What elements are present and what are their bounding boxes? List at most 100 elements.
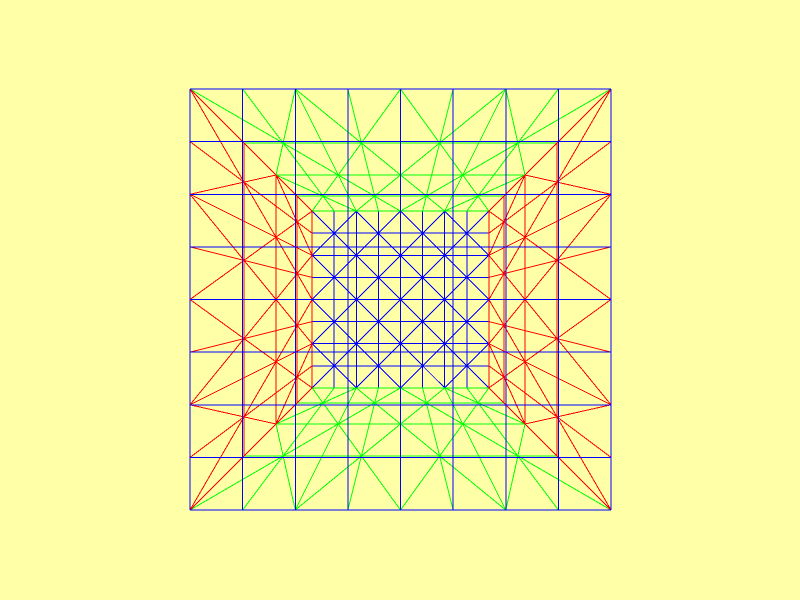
left-face-edge	[189, 343, 313, 406]
right-face-diagonal	[488, 376, 505, 389]
back-face-diagonal	[400, 210, 423, 234]
top-face-diagonal	[462, 174, 479, 197]
back-face-diagonal	[333, 365, 357, 389]
top-face-diagonal	[400, 195, 427, 212]
right-face-diagonal	[503, 325, 526, 363]
right-face-diagonal	[556, 88, 612, 183]
right-face-diagonal	[556, 338, 612, 406]
right-face-diagonal	[556, 299, 612, 340]
bottom-face-diagonal	[360, 455, 401, 511]
top-face-diagonal	[426, 174, 464, 197]
right-face-diagonal	[503, 221, 526, 238]
right-face-diagonal	[503, 236, 526, 274]
top-face-diagonal	[400, 142, 440, 176]
bottom-face-diagonal	[462, 423, 519, 457]
top-face-diagonal	[361, 142, 401, 176]
right-face-diagonal	[488, 273, 505, 300]
left-face-diagonal	[296, 299, 313, 326]
left-face-edge	[189, 365, 313, 458]
left-face-diagonal	[275, 361, 298, 378]
back-face-diagonal	[355, 254, 379, 278]
bottom-face-edge	[294, 387, 357, 511]
top-face-diagonal	[462, 142, 519, 176]
top-face-diagonal	[322, 174, 339, 197]
right-face-diagonal	[524, 260, 558, 300]
top-face-diagonal	[360, 88, 401, 144]
right-face-diagonal	[524, 361, 558, 418]
back-face-diagonal	[422, 210, 446, 234]
left-face-diagonal	[189, 181, 245, 195]
left-face-diagonal	[189, 259, 245, 300]
bottom-face-diagonal	[322, 402, 339, 425]
back-face-diagonal	[333, 254, 357, 278]
bottom-face-diagonal	[400, 455, 441, 511]
bottom-face-edge	[422, 387, 454, 511]
back-face-diagonal	[422, 299, 446, 322]
top-face-diagonal	[275, 174, 324, 197]
bottom-face-diagonal	[400, 423, 440, 457]
back-face-diagonal	[355, 210, 379, 234]
back-face-diagonal	[311, 232, 335, 256]
top-face-diagonal	[439, 88, 507, 144]
bottom-face-diagonal	[361, 423, 401, 457]
right-face-diagonal	[503, 376, 526, 425]
back-face-diagonal	[378, 365, 401, 389]
right-face-diagonal	[488, 254, 505, 274]
right-face-diagonal	[503, 174, 526, 223]
bottom-face-diagonal	[374, 387, 401, 404]
top-face-diagonal	[282, 142, 339, 176]
back-face-diagonal	[378, 277, 401, 300]
top-face-diagonal	[374, 174, 401, 197]
left-face-diagonal	[189, 193, 245, 261]
left-face-diagonal	[275, 376, 298, 425]
back-face-diagonal	[422, 232, 446, 256]
back-face-diagonal	[378, 254, 401, 278]
bottom-face-edge	[347, 387, 379, 511]
left-face-diagonal	[189, 404, 245, 418]
back-face-diagonal	[333, 343, 357, 367]
right-face-edge	[488, 365, 612, 458]
right-face-edge	[488, 193, 612, 256]
back-face-diagonal	[400, 299, 423, 322]
back-face-diagonal	[355, 232, 379, 256]
top-face-diagonal	[426, 195, 446, 212]
bottom-face-diagonal	[275, 423, 284, 457]
back-face-diagonal	[333, 321, 357, 345]
top-face-edge	[444, 88, 507, 212]
back-face-diagonal	[378, 321, 401, 345]
back-face-diagonal	[400, 365, 423, 389]
left-face-edge	[189, 88, 313, 212]
top-face-diagonal	[517, 142, 526, 176]
right-face-diagonal	[556, 404, 612, 418]
back-face-diagonal	[333, 299, 357, 322]
back-face-diagonal	[444, 254, 468, 278]
bottom-face-diagonal	[426, 402, 464, 425]
back-face-diagonal	[355, 343, 379, 367]
left-face-diagonal	[275, 299, 298, 326]
back-face-diagonal	[333, 210, 357, 234]
bottom-face-diagonal	[189, 455, 284, 511]
bottom-face-diagonal	[322, 387, 357, 404]
bottom-face-edge	[444, 387, 507, 511]
back-face-diagonal	[444, 299, 468, 322]
back-face-diagonal	[355, 365, 379, 389]
right-face-diagonal	[488, 343, 505, 378]
right-face-edge	[488, 246, 612, 278]
right-face-edge	[488, 321, 612, 353]
bottom-face-diagonal	[517, 423, 526, 457]
back-face-diagonal	[355, 277, 379, 300]
top-face-diagonal	[355, 195, 375, 212]
back-face-diagonal	[466, 321, 490, 345]
left-face-diagonal	[275, 221, 298, 238]
bottom-face-diagonal	[337, 423, 362, 457]
bottom-face-diagonal	[439, 455, 507, 511]
left-face-edge	[189, 387, 313, 511]
top-face-edge	[347, 88, 379, 212]
left-face-diagonal	[275, 325, 298, 363]
back-face-diagonal	[311, 210, 335, 234]
bottom-face-edge	[466, 387, 559, 511]
back-face-diagonal	[422, 365, 446, 389]
left-face-diagonal	[243, 299, 277, 339]
